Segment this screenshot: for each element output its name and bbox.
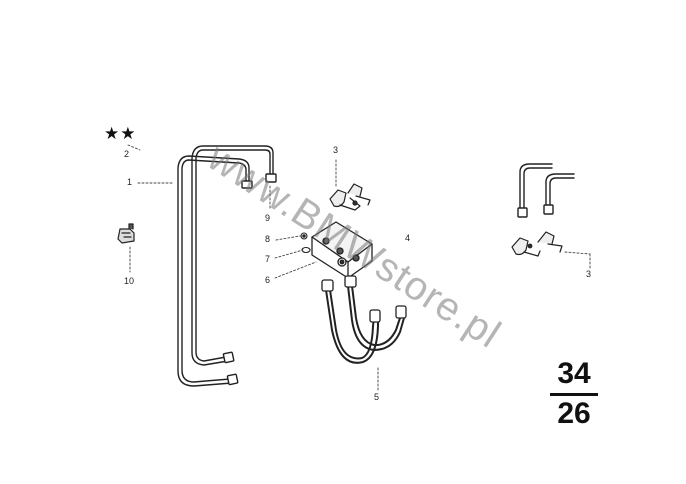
group-number-bottom: 26 xyxy=(557,397,591,430)
callout-4: 4 xyxy=(405,233,411,243)
callout-1: 1 xyxy=(127,177,133,187)
brake-hoses xyxy=(321,275,407,364)
right-pipe-ends xyxy=(517,163,575,218)
callout-8: 8 xyxy=(265,234,271,244)
clip-part xyxy=(117,223,135,244)
callout-3-right: 3 xyxy=(586,269,592,279)
callout-10: 10 xyxy=(124,276,135,286)
callout-5: 5 xyxy=(374,392,380,402)
callout-2: 2 xyxy=(124,149,130,159)
leader-lines xyxy=(127,144,591,391)
group-number-top: 34 xyxy=(557,357,591,390)
callout-3-center: 3 xyxy=(333,145,339,155)
group-number-divider xyxy=(550,393,598,396)
callout-9: 9 xyxy=(265,213,271,223)
bracket-clips-right xyxy=(511,231,563,257)
callout-7: 7 xyxy=(265,254,271,264)
bracket-clips-center xyxy=(329,183,371,211)
brake-pipe-assembly xyxy=(177,145,277,387)
star-symbols: ★★ xyxy=(104,124,137,144)
distribution-block xyxy=(311,221,373,279)
callout-6: 6 xyxy=(265,275,271,285)
